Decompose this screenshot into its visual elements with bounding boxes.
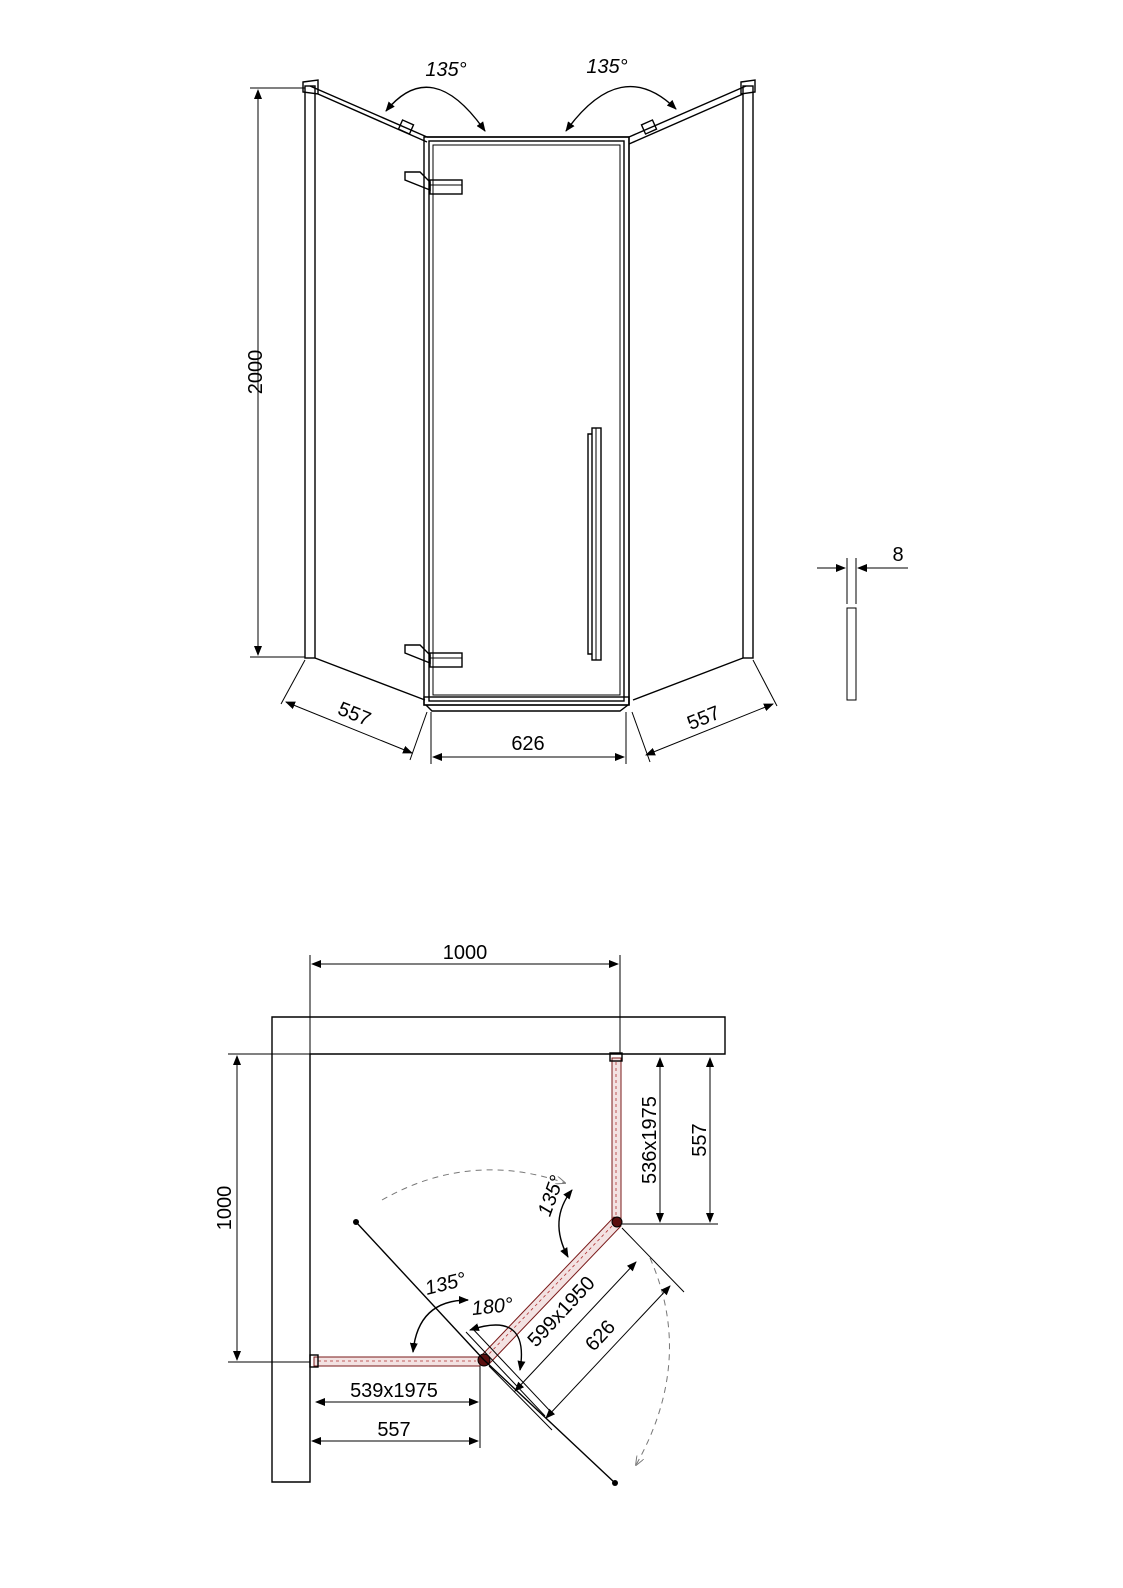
wall-outline <box>271 1016 726 1483</box>
plan-depth-label: 1000 <box>214 1186 236 1231</box>
lower-hinge <box>404 644 463 668</box>
height-label: 2000 <box>245 350 267 395</box>
plan-depth-dimension: 1000 <box>214 1053 310 1363</box>
bottom-panel-label: 539x1975 <box>350 1380 438 1402</box>
front-angle-right: 135° <box>565 56 677 132</box>
angle-open-label: 180° <box>471 1294 514 1320</box>
bottom-width-label: 557 <box>377 1419 410 1441</box>
width-center-label: 626 <box>511 733 544 755</box>
width-center-dimension: 626 <box>430 712 627 764</box>
front-view: 2000 <box>245 56 908 764</box>
right-side-panel <box>628 79 756 705</box>
right-panel-label: 536x1975 <box>639 1096 661 1184</box>
right-glass-panel <box>609 1052 623 1223</box>
right-depth-label: 557 <box>689 1123 711 1156</box>
front-angle-left: 135° <box>385 59 486 132</box>
plan-view: 1000 1000 557 536x1975 <box>214 942 726 1486</box>
width-right-dimension: 557 <box>631 659 778 763</box>
angle-lower-label: 135° <box>423 1269 468 1300</box>
angle-left-label: 135° <box>425 59 466 81</box>
bottom-panel-dimension: 539x1975 <box>315 1366 481 1448</box>
right-depth-dimension: 557 536x1975 <box>622 1057 718 1225</box>
bottom-glass-panel <box>309 1354 481 1368</box>
plan-angle-lower: 135° <box>409 1269 469 1353</box>
door-handle <box>587 427 602 661</box>
door-panel-dimension: 599x1950 <box>514 1261 637 1392</box>
plan-angle-upper: 135° <box>534 1173 573 1258</box>
angle-upper-label: 135° <box>534 1173 569 1219</box>
glass-thickness-detail: 8 <box>817 544 908 701</box>
door-width-label: 626 <box>581 1316 620 1355</box>
width-right-label: 557 <box>684 702 723 735</box>
left-side-panel <box>302 79 428 701</box>
glass-thickness-label: 8 <box>892 544 903 566</box>
bottom-width-dimension: 557 <box>311 1419 479 1445</box>
plan-width-label: 1000 <box>443 942 488 964</box>
angle-right-label: 135° <box>586 56 627 78</box>
door-panel <box>423 136 630 712</box>
width-left-dimension: 557 <box>280 659 428 761</box>
plan-width-dimension: 1000 <box>309 942 621 1054</box>
upper-hinge <box>404 171 463 195</box>
height-dimension: 2000 <box>245 87 305 658</box>
width-left-label: 557 <box>335 698 374 731</box>
